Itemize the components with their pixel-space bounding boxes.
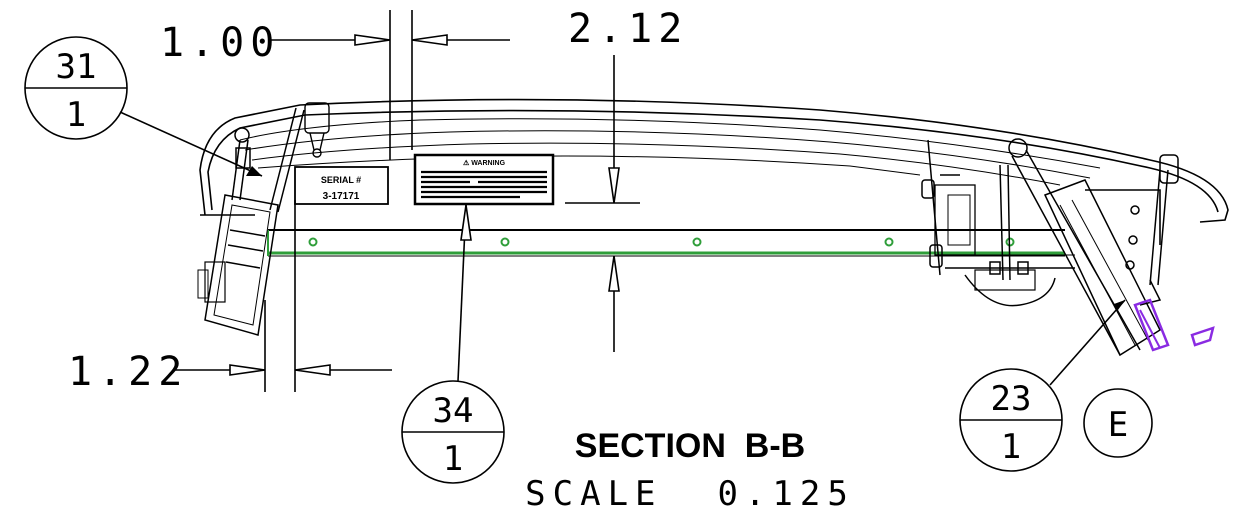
serial-plate: SERIAL # 3-17171 <box>294 166 389 205</box>
mounting-rail <box>267 229 1065 257</box>
rail-hole <box>500 237 510 247</box>
section-scale: SCALE 0.125 <box>525 474 855 514</box>
balloon-31: 31 1 <box>24 36 263 177</box>
balloon-31-qty: 1 <box>66 95 86 135</box>
balloon-31-item: 31 <box>56 47 97 87</box>
view-label-e-text: E <box>1108 405 1128 445</box>
balloon-23: 23 1 <box>959 299 1126 472</box>
rail-hole <box>884 237 894 247</box>
balloon-23-item: 23 <box>991 379 1032 419</box>
balloon-34-qty: 1 <box>443 439 463 479</box>
dimension-1-00-value: 1.00 <box>160 20 280 66</box>
balloon-34-item: 34 <box>433 391 474 431</box>
serial-number: 3-17171 <box>323 191 360 202</box>
dimension-1-22-value: 1.22 <box>68 349 188 395</box>
rail-hole <box>308 237 318 247</box>
dimension-2-12-value: 2.12 <box>568 6 688 52</box>
right-mechanism <box>921 139 1075 307</box>
balloon-23-qty: 1 <box>1001 427 1021 467</box>
right-arm <box>1008 138 1179 357</box>
dimension-1-00: 1.00 <box>160 10 510 160</box>
left-bracket <box>197 107 305 336</box>
balloon-34: 34 1 <box>401 204 505 484</box>
section-title: SECTION B-B <box>575 427 805 465</box>
dimension-2-12: 2.12 <box>565 6 688 352</box>
dimension-1-22: 1.22 <box>68 200 392 395</box>
purple-latch <box>1133 298 1215 352</box>
serial-label: SERIAL # <box>321 175 361 185</box>
warning-text-block <box>421 170 547 199</box>
view-label-e: E <box>1083 388 1153 458</box>
rail-hole <box>692 237 702 247</box>
warning-plate: ⚠ WARNING <box>413 153 555 206</box>
warning-title: ⚠ WARNING <box>463 159 506 167</box>
top-clip <box>304 102 330 158</box>
